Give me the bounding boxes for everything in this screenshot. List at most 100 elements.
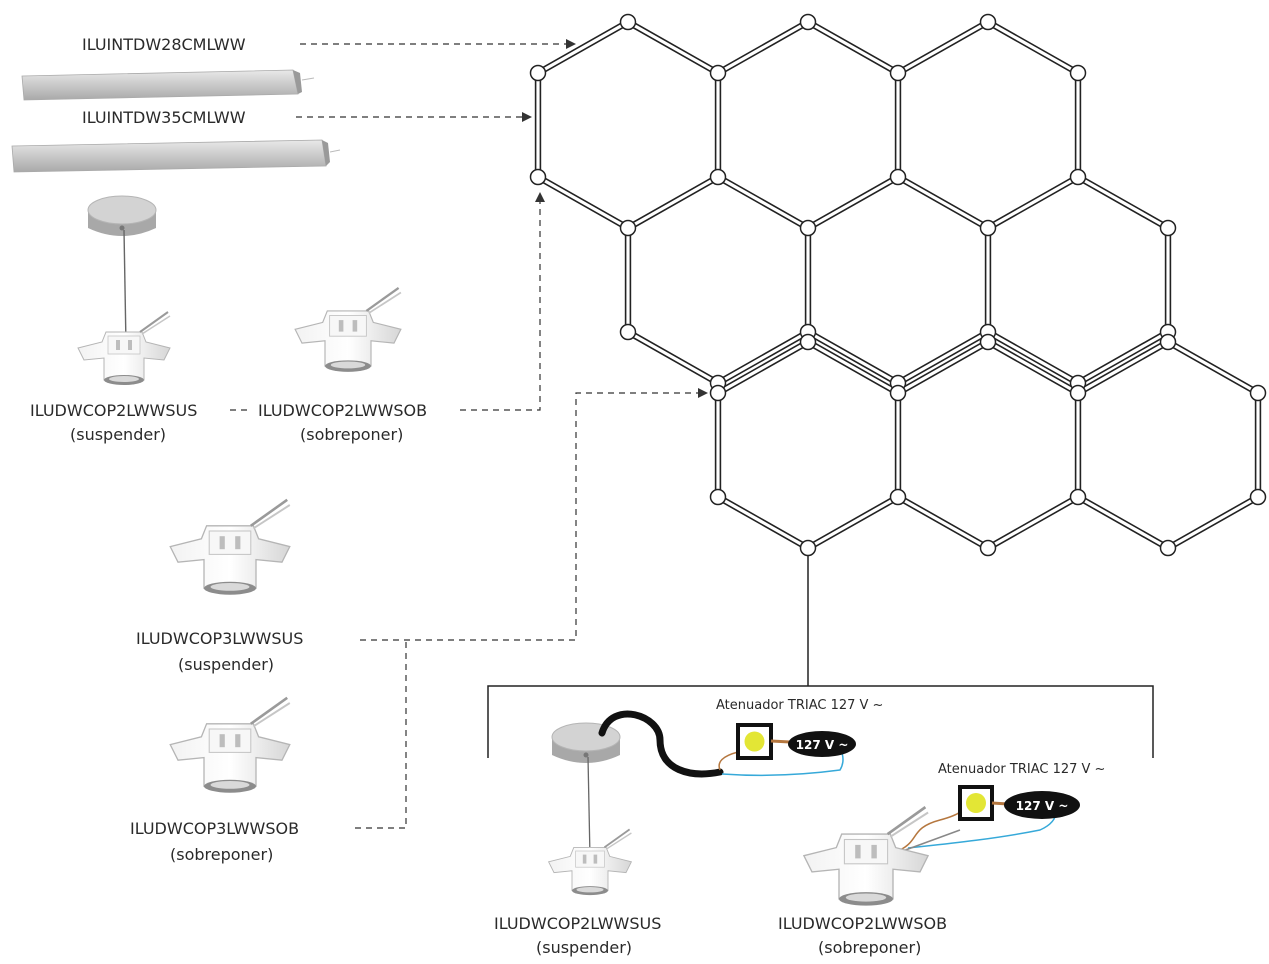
- hexagon-joint-node: [889, 384, 907, 402]
- hexagon-joint-node: [979, 539, 997, 557]
- hexagon-bar-edge: [808, 498, 900, 551]
- hexagon-nodes: [529, 13, 1267, 557]
- label-cop2sus-top: ILUDWCOP2LWWSUS: [30, 401, 198, 420]
- label-cop2sob-top-mount: (sobreponer): [300, 425, 404, 444]
- hexagon-joint-node: [979, 219, 997, 237]
- hexagon-joint-node: [619, 323, 637, 341]
- hexagon-bar-edge: [1078, 343, 1170, 396]
- hexagon-bar-edge: [896, 339, 988, 392]
- hexagon-joint-node: [529, 168, 547, 186]
- hexagon-bar-edge: [896, 19, 988, 72]
- hexagon-bar-edge: [536, 178, 628, 231]
- hexagon-joint-node: [979, 13, 997, 31]
- hexagon-bar-edge: [1076, 329, 1168, 382]
- downlight-connector-icon: [293, 286, 403, 374]
- hexagon-bar-edge: [988, 498, 1080, 551]
- hexagon-bar-edge: [718, 174, 810, 227]
- hexagon-joint-node: [1159, 539, 1177, 557]
- hexagon-bar-edge: [628, 19, 720, 72]
- hexagon-bar-edge: [1168, 498, 1260, 551]
- hexagon-joint-node: [889, 168, 907, 186]
- power-source-icon: [788, 731, 856, 757]
- hexagon-bar-edge: [536, 19, 628, 72]
- hexagon-joint-node: [799, 333, 817, 351]
- hexagon-bar-edge: [716, 329, 808, 382]
- downlight-connector-icon: [802, 805, 930, 908]
- hexagon-joint-node: [979, 333, 997, 351]
- ceiling-canopy-icon: [551, 722, 621, 764]
- hexagon-bar-edge: [898, 494, 990, 547]
- label-cop3sob: ILUDWCOP3LWWSOB: [130, 819, 300, 838]
- hexagon-bar-edge: [538, 23, 630, 76]
- hexagon-joint-node: [709, 488, 727, 506]
- hexagon-bar-edge: [626, 174, 718, 227]
- hexagon-bar-edge: [716, 178, 808, 231]
- hexagon-bar-edge: [1078, 494, 1170, 547]
- hexagon-bar-edge: [628, 329, 720, 382]
- hexagon-grid: [534, 19, 1262, 551]
- hexagon-joint-node: [1069, 384, 1087, 402]
- downlight-connector-icon: [168, 498, 292, 597]
- label-cop2sus-bottom: ILUDWCOP2LWWSUS: [494, 914, 662, 933]
- hexagon-bar-edge: [806, 23, 898, 76]
- hexagon-bar-edge: [1076, 339, 1168, 392]
- downlight-connector-icon: [77, 311, 171, 386]
- hexagon-joint-node: [1159, 219, 1177, 237]
- label-cop3sus-mount: (suspender): [178, 655, 275, 674]
- hexagon-bar-edge: [896, 498, 988, 551]
- dimmer-switch-icon: [736, 723, 773, 760]
- hexagon-joint-node: [1249, 488, 1267, 506]
- hexagon-bar-edge: [988, 339, 1080, 392]
- label-cop2sus-bottom-mount: (suspender): [536, 938, 633, 957]
- hexagon-bar-edge: [986, 343, 1078, 396]
- label-cop2sus-top-mount: (suspender): [70, 425, 167, 444]
- led-bar-icon: [21, 69, 315, 101]
- label-bar35: ILUINTDW35CMLWW: [82, 108, 246, 127]
- label-cop2sob-bottom: ILUDWCOP2LWWSOB: [778, 914, 948, 933]
- hexagon-bar-edge: [718, 343, 810, 396]
- hexagon-joint-node: [619, 13, 637, 31]
- leader-lines: [230, 43, 700, 829]
- hexagon-bar-edge: [716, 19, 808, 72]
- hexagon-bar-edge: [806, 343, 898, 396]
- feed-bracket: [487, 556, 1154, 758]
- label-dimmer-1: Atenuador TRIAC 127 V ~: [716, 698, 884, 713]
- power-source-voltage-1: 127 V ~: [796, 738, 849, 752]
- label-cop3sob-mount: (sobreponer): [170, 845, 274, 864]
- hexagon-bar-edge: [626, 23, 718, 76]
- ceiling-canopy-icon: [87, 195, 157, 237]
- hexagon-bar-edge: [896, 329, 988, 382]
- hexagon-bar-edge: [806, 494, 898, 547]
- hexagon-bar-edge: [986, 333, 1078, 386]
- hexagon-joint-node: [709, 384, 727, 402]
- label-cop2sob-top: ILUDWCOP2LWWSOB: [258, 401, 428, 420]
- downlight-connector-icon: [168, 696, 292, 795]
- hexagon-joint-node: [1069, 168, 1087, 186]
- hexagon-joint-node: [1249, 384, 1267, 402]
- hexagon-joint-node: [799, 539, 817, 557]
- hexagon-bar-edge: [1168, 339, 1260, 392]
- hexagon-bar-edge: [806, 333, 898, 386]
- hexagon-bar-edge: [716, 498, 808, 551]
- hexagon-bar-edge: [628, 178, 720, 231]
- hexagon-bar-edge: [988, 329, 1080, 382]
- hexagon-bar-edge: [806, 174, 898, 227]
- hexagon-bar-edge: [988, 178, 1080, 231]
- hexagon-joint-node: [1159, 333, 1177, 351]
- hexagon-bar-edge: [988, 19, 1080, 72]
- hexagon-bar-edge: [808, 329, 900, 382]
- hexagon-bar-edge: [986, 494, 1078, 547]
- hexagon-joint-node: [799, 219, 817, 237]
- hexagon-joint-node: [709, 168, 727, 186]
- power-source-voltage-2: 127 V ~: [1016, 799, 1069, 813]
- hexagon-bar-edge: [896, 178, 988, 231]
- label-cop3sus: ILUDWCOP3LWWSUS: [136, 629, 304, 648]
- hexagon-joint-node: [889, 488, 907, 506]
- hexagon-bar-edge: [718, 23, 810, 76]
- hexagon-joint-node: [1069, 64, 1087, 82]
- hexagon-joint-node: [529, 64, 547, 82]
- hexagon-joint-node: [709, 64, 727, 82]
- hexagon-bar-edge: [898, 174, 990, 227]
- hexagon-bar-edge: [538, 174, 630, 227]
